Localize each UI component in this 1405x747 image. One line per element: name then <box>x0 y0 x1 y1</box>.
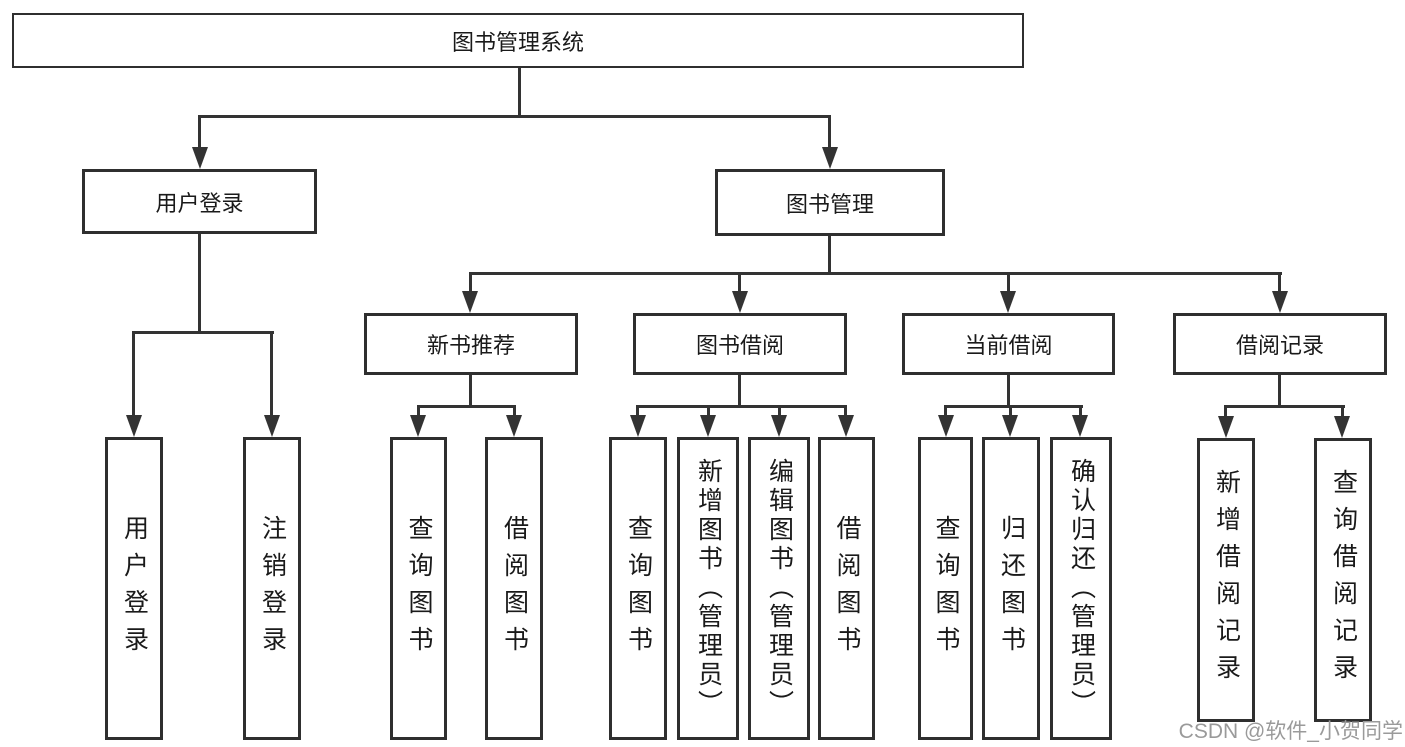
connector-line <box>828 115 831 148</box>
leaf-label: 查询图书 <box>932 514 960 663</box>
leaf-label: 新增图书（管理员） <box>694 458 723 719</box>
connector-line <box>469 272 1282 275</box>
connector-line <box>198 234 201 334</box>
arrow-down-icon <box>938 415 954 437</box>
connector-line <box>1224 405 1227 417</box>
connector-line <box>198 115 201 148</box>
node-book-borrow: 图书借阅 <box>633 313 847 375</box>
connector-line <box>1007 272 1010 292</box>
leaf-current-query-book: 查询图书 <box>918 437 973 740</box>
connector-line <box>707 405 710 416</box>
csdn-watermark: CSDN @软件_小贺同学 <box>1178 720 1403 743</box>
arrow-down-icon <box>126 415 142 437</box>
arrow-down-icon <box>732 291 748 313</box>
leaf-label: 确认归还（管理员） <box>1067 458 1096 719</box>
node-label: 用户登录 <box>155 190 244 216</box>
connector-line <box>417 405 420 416</box>
leaf-label: 注销登录 <box>258 514 287 663</box>
connector-line <box>518 68 521 118</box>
arrow-down-icon <box>1000 291 1016 313</box>
leaf-borrow-add-book-admin: 新增图书（管理员） <box>677 437 739 740</box>
connector-line <box>738 272 741 292</box>
node-label: 新书推荐 <box>426 333 515 358</box>
arrow-down-icon <box>630 415 646 437</box>
node-book-management: 图书管理 <box>715 169 945 236</box>
connector-line <box>944 405 1083 408</box>
node-label: 图书管理 <box>785 191 874 217</box>
leaf-recommend-query-book: 查询图书 <box>390 437 447 740</box>
arrow-down-icon <box>462 291 478 313</box>
leaf-records-add-record: 新增借阅记录 <box>1197 438 1255 722</box>
connector-line <box>828 236 831 275</box>
connector-line <box>417 405 516 408</box>
arrow-down-icon <box>1218 416 1234 438</box>
node-current-borrow: 当前借阅 <box>902 313 1115 375</box>
arrow-down-icon <box>1272 291 1288 313</box>
arrow-down-icon <box>1002 415 1018 437</box>
connector-line <box>132 331 274 334</box>
leaf-label: 归还图书 <box>997 514 1026 663</box>
connector-line <box>636 405 847 408</box>
connector-line <box>1079 405 1082 416</box>
leaf-label: 新增借阅记录 <box>1212 469 1241 691</box>
node-label: 当前借阅 <box>964 333 1053 358</box>
leaf-current-confirm-return-admin: 确认归还（管理员） <box>1050 437 1112 740</box>
arrow-down-icon <box>838 415 854 437</box>
leaf-records-query-record: 查询借阅记录 <box>1314 438 1372 722</box>
arrow-down-icon <box>822 147 838 169</box>
leaf-label: 编辑图书（管理员） <box>765 458 794 719</box>
leaf-label: 借阅图书 <box>500 514 529 663</box>
connector-line <box>1009 405 1012 416</box>
leaf-borrow-borrow-book: 借阅图书 <box>818 437 875 740</box>
node-label: 借阅记录 <box>1235 333 1324 358</box>
arrow-down-icon <box>771 415 787 437</box>
arrow-down-icon <box>1072 415 1088 437</box>
connector-line <box>132 331 135 416</box>
node-label: 图书管理系统 <box>451 29 584 55</box>
arrow-down-icon <box>700 415 716 437</box>
arrow-down-icon <box>1334 416 1350 438</box>
node-library-system-root: 图书管理系统 <box>12 13 1024 68</box>
leaf-label: 查询图书 <box>405 514 433 663</box>
node-borrow-records: 借阅记录 <box>1173 313 1387 375</box>
arrow-down-icon <box>410 415 426 437</box>
leaf-label: 查询图书 <box>624 514 653 663</box>
leaf-label: 用户登录 <box>120 514 149 663</box>
connector-line <box>738 375 741 408</box>
leaf-label: 查询借阅记录 <box>1329 469 1358 691</box>
leaf-borrow-edit-book-admin: 编辑图书（管理员） <box>748 437 810 740</box>
connector-line <box>469 375 472 408</box>
connector-line <box>944 405 947 416</box>
leaf-user-login: 用户登录 <box>105 437 163 740</box>
connector-line <box>1224 405 1345 408</box>
connector-line <box>1341 405 1344 417</box>
connector-line <box>1278 272 1281 292</box>
connector-line <box>198 115 831 118</box>
connector-line <box>1278 375 1281 408</box>
leaf-recommend-borrow-book: 借阅图书 <box>485 437 543 740</box>
arrow-down-icon <box>192 147 208 169</box>
arrow-down-icon <box>506 415 522 437</box>
node-user-login: 用户登录 <box>82 169 317 234</box>
connector-line <box>778 405 781 416</box>
leaf-current-return-book: 归还图书 <box>982 437 1040 740</box>
leaf-label: 借阅图书 <box>833 514 861 663</box>
connector-line <box>469 272 472 292</box>
connector-line <box>270 331 273 416</box>
node-new-book-recommend: 新书推荐 <box>364 313 578 375</box>
connector-line <box>1007 375 1010 408</box>
arrow-down-icon <box>264 415 280 437</box>
connector-line <box>636 405 639 416</box>
leaf-logout-login: 注销登录 <box>243 437 301 740</box>
leaf-borrow-query-book: 查询图书 <box>609 437 667 740</box>
connector-line <box>513 405 516 416</box>
connector-line <box>844 405 847 416</box>
node-label: 图书借阅 <box>695 333 784 358</box>
